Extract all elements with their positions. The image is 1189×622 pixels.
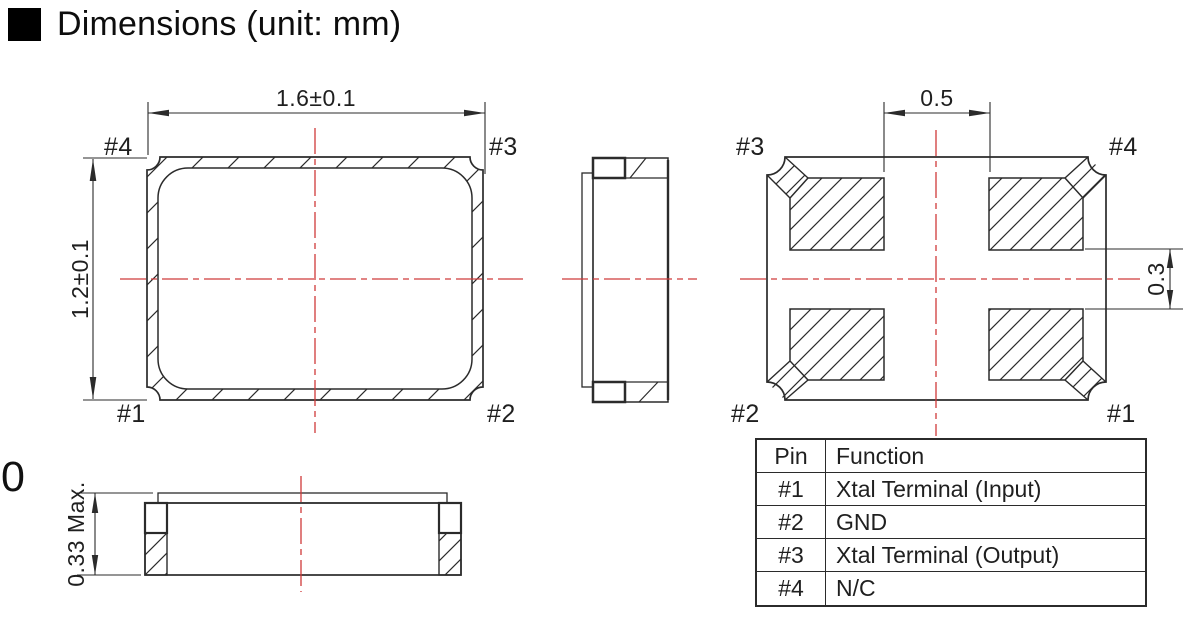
section-title-square-icon [8, 8, 41, 41]
side-view-bottom-pad [591, 380, 627, 404]
pad-4 [988, 177, 1084, 251]
bottom-view-pads [789, 177, 1084, 381]
bottom-view-pin2-label: #2 [731, 400, 760, 428]
section-title-text: Dimensions (unit: mm) [57, 5, 402, 43]
bottom-view-gap-y-dim-text: 0.3 [1143, 262, 1169, 295]
bottom-view-castellations [766, 156, 1107, 401]
bottom-view-pin4-label: #4 [1109, 133, 1138, 161]
bottom-view [766, 102, 1183, 401]
top-view-width-dim-text: 1.6±0.1 [276, 85, 356, 111]
top-view-pin4-label: #4 [104, 133, 133, 161]
table-header-function: Function [826, 440, 1145, 473]
table-header-pin: Pin [757, 440, 826, 473]
table-row-pin: #2 [757, 506, 826, 539]
section-title: Dimensions (unit: mm) [8, 5, 401, 44]
pad-1 [988, 308, 1084, 381]
bottom-view-pin3-label: #3 [736, 133, 765, 161]
pad-3 [789, 177, 885, 251]
table-row-pin: #4 [757, 572, 826, 605]
top-view-pin3-label: #3 [489, 133, 518, 161]
front-view-height-dim-text: 0.33 Max. [63, 481, 89, 587]
side-view-lid-edge [581, 172, 594, 388]
dim-width [147, 102, 486, 174]
stray-zero-text: 0 [1, 453, 25, 501]
bottom-view-gap-x-dim-text: 0.5 [920, 85, 953, 111]
table-row-function: Xtal Terminal (Output) [826, 539, 1145, 572]
front-view-lid [157, 492, 448, 504]
side-view [581, 156, 670, 404]
pad-2 [789, 308, 885, 381]
table-row-function: N/C [836, 575, 876, 601]
dim-pad-gap-y [1085, 248, 1183, 310]
pin-function-table: Pin Function #1 Xtal Terminal (Input) #2… [755, 438, 1147, 607]
bottom-view-pin1-label: #1 [1107, 400, 1136, 428]
top-view-cavity [157, 167, 473, 390]
front-view [77, 492, 463, 576]
dim-front-height [77, 492, 153, 576]
dim-pad-gap-x [883, 102, 991, 172]
side-view-body [592, 157, 669, 403]
top-view-pin1-label: #1 [117, 400, 146, 428]
table-row-pin: #1 [757, 473, 826, 506]
top-view-pin2-label: #2 [487, 400, 516, 428]
table-row-pin: #3 [757, 539, 826, 572]
dim-height [83, 157, 147, 401]
top-view-height-dim-text: 1.2±0.1 [67, 239, 93, 319]
front-view-body [144, 502, 462, 576]
top-view-outline [146, 156, 484, 401]
table-row-function: Xtal Terminal (Input) [826, 473, 1145, 506]
centerlines [120, 128, 1140, 592]
side-view-top-pad [591, 156, 627, 180]
table-row-function: GND [826, 506, 1145, 539]
top-view [83, 102, 486, 401]
